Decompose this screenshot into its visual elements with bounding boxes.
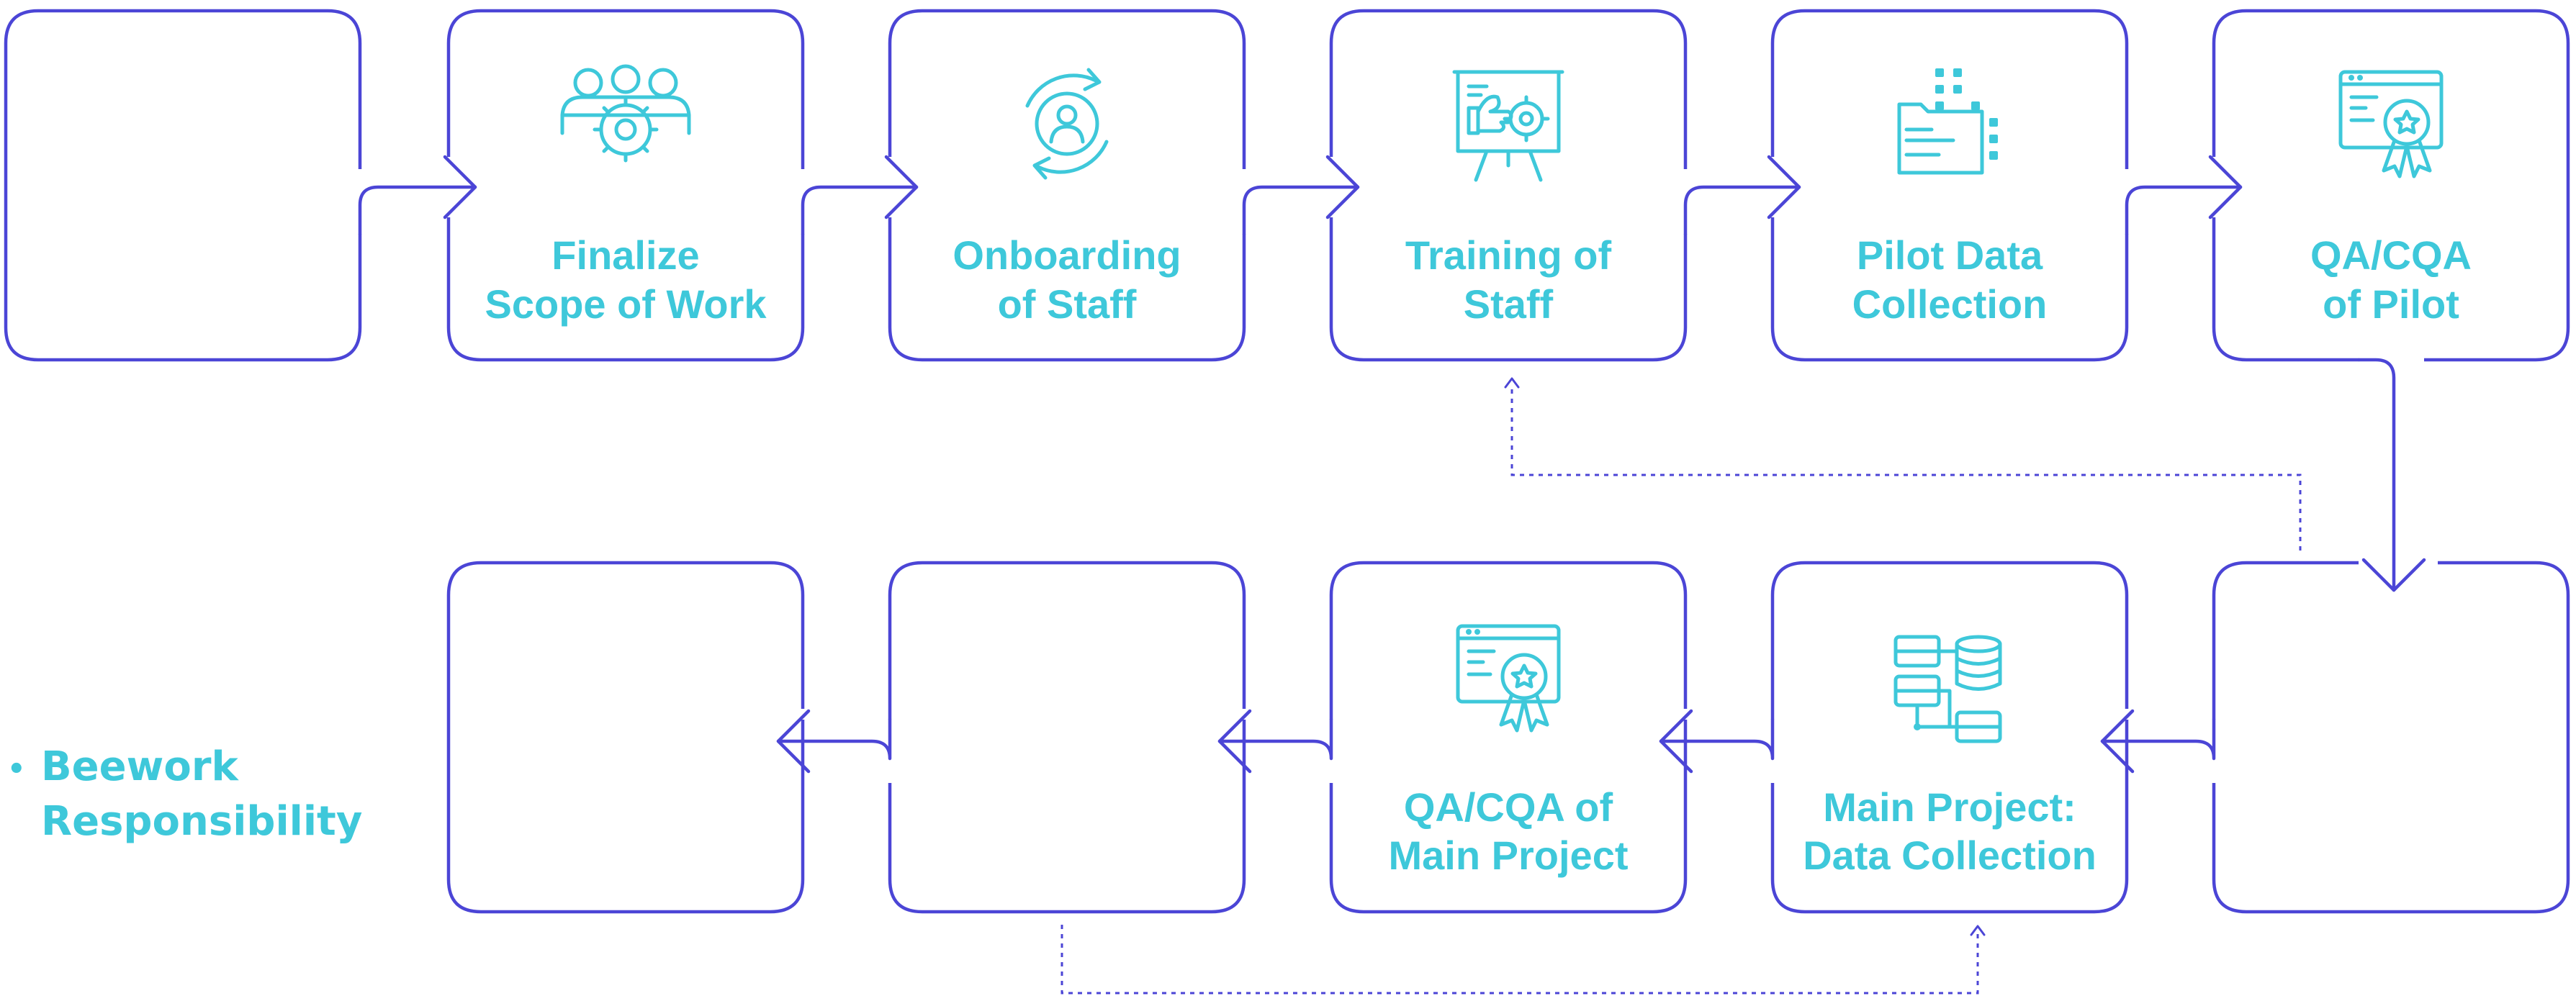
step-label-8-line2: Data Collection bbox=[1803, 833, 2097, 878]
step-label-3-line1: Onboarding bbox=[953, 232, 1181, 278]
connector-2-3 bbox=[801, 185, 919, 236]
team-gear-icon bbox=[560, 64, 691, 163]
step-box-3 bbox=[888, 9, 1246, 362]
feedback-arrowhead-training bbox=[1504, 377, 1520, 389]
step-label-3-line2: of Staff bbox=[998, 281, 1137, 327]
step-label-9-line2: Main Project bbox=[1389, 833, 1629, 878]
legend-line-2: Responsibility bbox=[41, 798, 362, 845]
connector-4-5 bbox=[1683, 185, 1801, 236]
arrowhead-8-9 bbox=[1659, 709, 1693, 774]
connector-5-6 bbox=[2125, 185, 2243, 236]
step-box-2 bbox=[446, 9, 805, 362]
step-label-5-line1: Pilot Data bbox=[1857, 232, 2043, 278]
arrowhead-1-2 bbox=[443, 155, 477, 219]
onboarding-cycle-icon bbox=[1025, 68, 1109, 180]
arrowhead-2-3 bbox=[884, 155, 919, 219]
step-box-5 bbox=[1770, 9, 2129, 362]
data-folder-icon bbox=[1897, 68, 1998, 175]
arrowhead-5-6 bbox=[2208, 155, 2243, 219]
connector-1-2 bbox=[358, 185, 477, 236]
step-box-10 bbox=[888, 561, 1246, 914]
step-box-4 bbox=[1329, 9, 1688, 362]
feedback-loop-pilot-to-training bbox=[1510, 385, 2302, 551]
connector-10-11 bbox=[776, 717, 892, 761]
step-box-6 bbox=[2212, 9, 2570, 362]
step-label-2-line1: Finalize bbox=[551, 232, 699, 278]
arrowhead-7-8 bbox=[2100, 709, 2135, 774]
arrowhead-4-5 bbox=[1767, 155, 1801, 219]
arrowhead-10-11 bbox=[776, 709, 811, 774]
arrowhead-3-4 bbox=[1325, 155, 1360, 219]
step-label-2-line2: Scope of Work bbox=[485, 281, 767, 327]
arrowhead-6-7 bbox=[2361, 558, 2426, 592]
step-label-9-line1: QA/CQA of bbox=[1404, 784, 1613, 830]
step-label-4-line2: Staff bbox=[1464, 281, 1554, 327]
step-label-6-line2: of Pilot bbox=[2323, 281, 2459, 327]
step-box-8 bbox=[1770, 561, 2129, 914]
connector-7-8 bbox=[2100, 717, 2216, 761]
connector-3-4 bbox=[1242, 185, 1360, 236]
certificate-icon bbox=[2338, 70, 2444, 178]
arrowhead-9-10 bbox=[1217, 709, 1252, 774]
step-box-9 bbox=[1329, 561, 1688, 914]
connector-9-10 bbox=[1217, 717, 1333, 761]
step-label-4-line1: Training of bbox=[1405, 232, 1612, 278]
presentation-board-icon bbox=[1452, 70, 1564, 182]
step-box-7 bbox=[2212, 561, 2570, 914]
step-label-8-line1: Main Project: bbox=[1823, 784, 2076, 830]
feedback-loop-to-main-data bbox=[1060, 925, 1979, 995]
step-label-5-line2: Collection bbox=[1852, 281, 2048, 327]
database-network-icon bbox=[1893, 635, 2002, 743]
connector-6-7 bbox=[2357, 358, 2396, 592]
feedback-arrowhead-main-data bbox=[1970, 925, 1986, 936]
certificate-icon bbox=[1456, 624, 1561, 733]
legend-line-1: Beework bbox=[41, 743, 239, 790]
legend-bullet: • bbox=[7, 753, 26, 786]
connector-8-9 bbox=[1659, 717, 1775, 761]
step-label-6-line1: QA/CQA bbox=[2310, 232, 2472, 278]
step-box-11 bbox=[446, 561, 805, 914]
step-box-1 bbox=[4, 9, 362, 362]
